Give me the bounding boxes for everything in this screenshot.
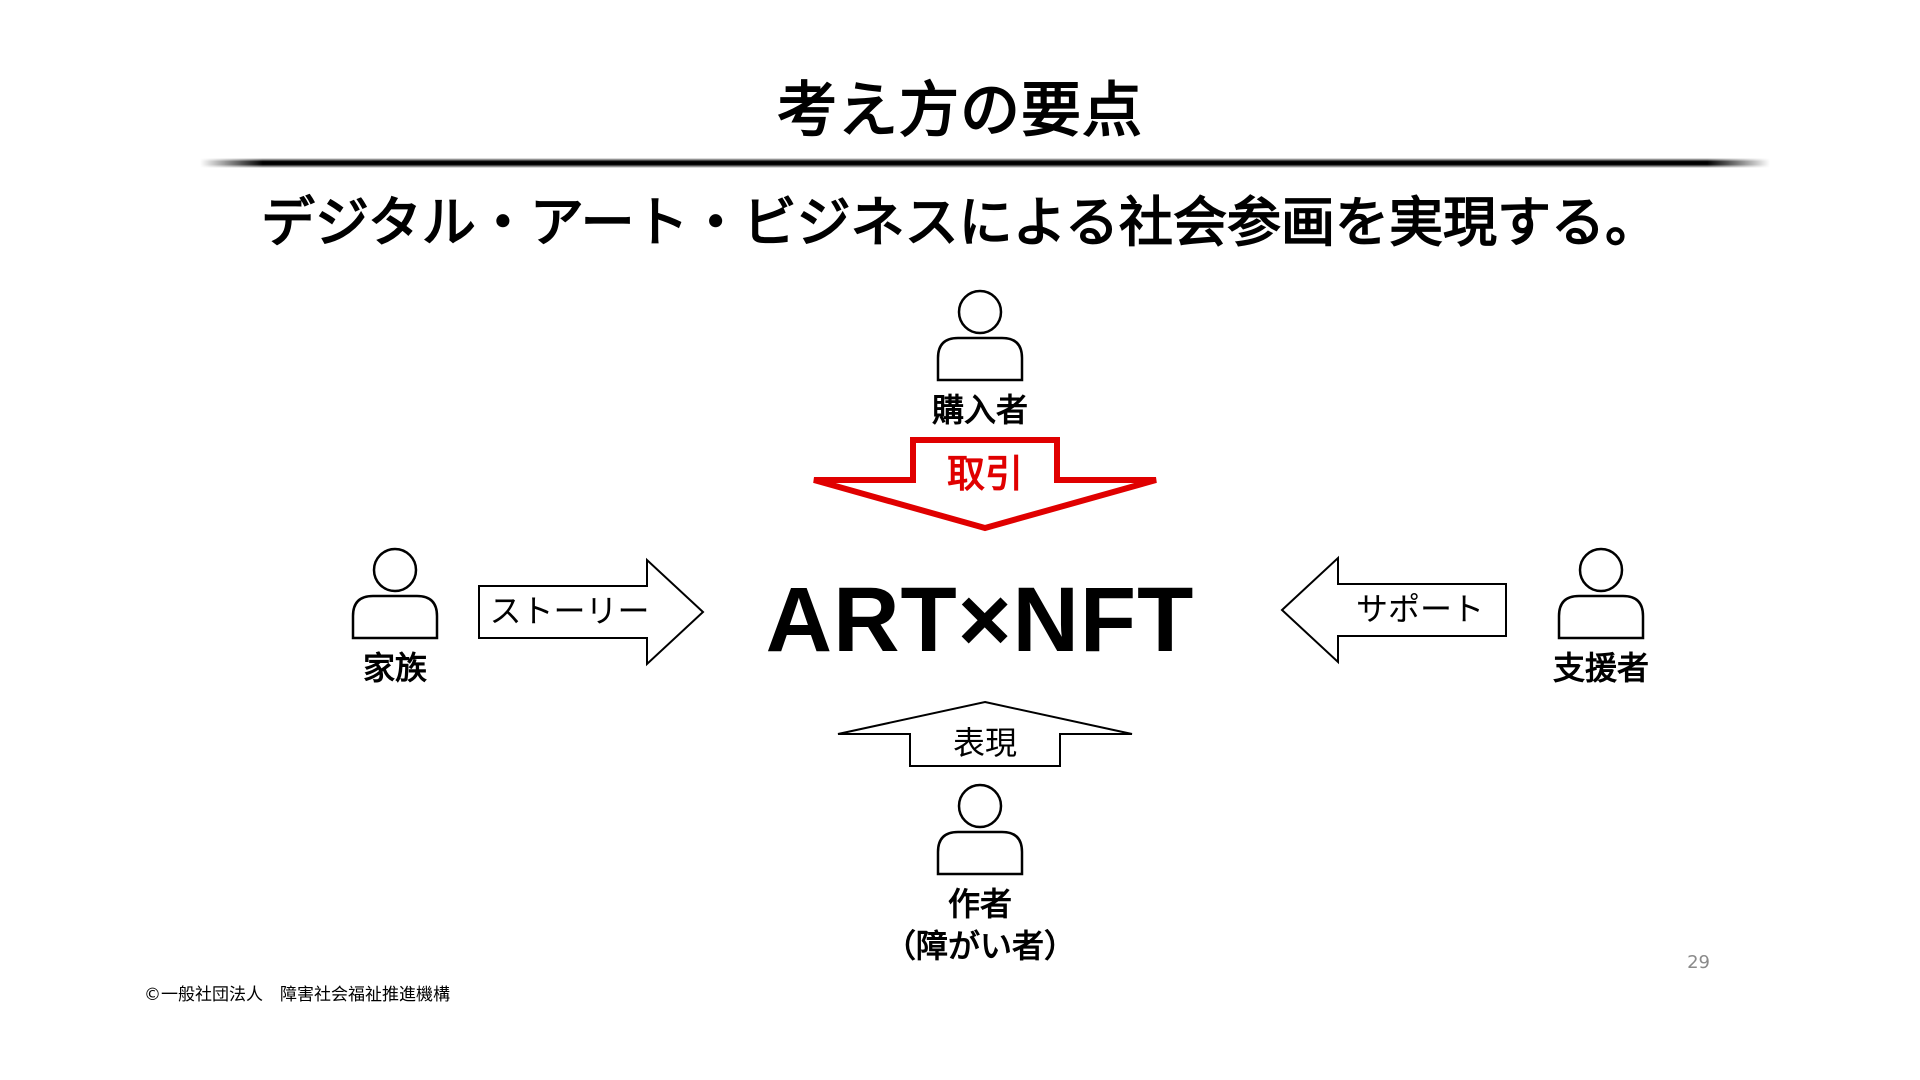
person-icon <box>936 289 1024 382</box>
title-divider <box>200 158 1770 168</box>
story-label: ストーリー <box>489 592 650 630</box>
person-icon <box>351 547 439 640</box>
buyer-label: 購入者 <box>931 391 1028 429</box>
creator-label: 作者 <box>947 885 1012 923</box>
expression-label: 表現 <box>952 724 1017 762</box>
person-icon <box>1557 547 1645 640</box>
slide-title: 考え方の要点 <box>777 76 1143 146</box>
creator-sublabel: （障がい者） <box>883 927 1076 965</box>
copyright-footer: ©一般社団法人 障害社会福祉推進機構 <box>144 985 450 1005</box>
supporter-label: 支援者 <box>1552 649 1649 687</box>
art-nft-title: ART×NFT <box>765 569 1195 671</box>
support-arrow <box>1280 555 1507 665</box>
slide-subtitle: デジタル・アート・ビジネスによる社会参画を実現する。 <box>260 191 1660 254</box>
family-label: 家族 <box>362 649 427 687</box>
page-number: 29 <box>1687 952 1710 973</box>
trade-arrow <box>813 437 1157 532</box>
trade-label: 取引 <box>946 452 1023 496</box>
person-icon <box>936 783 1024 876</box>
support-label: サポート <box>1355 590 1484 628</box>
story-arrow <box>478 557 705 667</box>
expression-arrow <box>837 700 1133 767</box>
